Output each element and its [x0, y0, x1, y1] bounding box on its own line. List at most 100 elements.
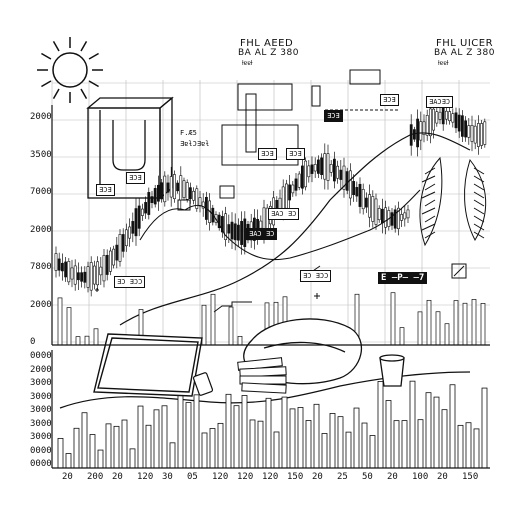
candle-body	[361, 189, 365, 210]
candle-body	[163, 175, 167, 203]
volume-bar	[441, 409, 448, 469]
leaf-vein	[424, 183, 436, 191]
candle-body	[128, 226, 132, 239]
volume-bar	[105, 423, 112, 469]
volume-bar	[409, 380, 416, 469]
header-left-small: ƚɐɐƚ	[242, 60, 253, 67]
candle-body	[67, 261, 71, 283]
sun-ray	[41, 80, 52, 88]
volume-bar	[481, 387, 488, 469]
candle-body	[112, 248, 116, 266]
candle-body	[288, 184, 292, 201]
candle-body	[144, 202, 148, 214]
candle-body	[480, 123, 484, 146]
candle-body	[284, 183, 288, 209]
leaf-vein	[424, 215, 436, 223]
sun-ray	[80, 88, 88, 99]
candle-body	[422, 121, 426, 135]
candle-body	[396, 207, 400, 230]
candle-body	[339, 169, 343, 180]
leaf-vein	[424, 231, 436, 239]
volume-bar	[225, 393, 232, 469]
candle-body	[118, 234, 122, 262]
candle-body	[313, 164, 317, 172]
candle-body	[342, 165, 346, 190]
volume-bar	[305, 420, 312, 469]
leaf-vein	[424, 167, 436, 175]
candle-body	[348, 170, 352, 199]
volume-bar	[113, 425, 120, 469]
volume-bar-mid	[399, 327, 405, 346]
sun-ray	[88, 80, 99, 88]
candle-body	[380, 208, 384, 224]
lower-axis-label: 3000	[30, 391, 52, 402]
candle-body	[406, 209, 410, 219]
volume-bar-mid	[390, 292, 396, 346]
volume-bar	[249, 419, 256, 469]
upper-axis-label: 7800	[30, 262, 52, 272]
candle-body	[121, 234, 125, 252]
ep-label: E ̶P̶ ̶7	[378, 272, 428, 284]
volume-bar	[313, 403, 320, 469]
chart-tag-low: ƎƆ ƎƆƆ	[300, 270, 332, 282]
volume-bar	[433, 396, 440, 469]
x-axis-label: 50	[362, 472, 373, 482]
volume-bar	[129, 448, 136, 469]
lower-axis-label: 2000	[30, 364, 52, 375]
candle-body	[99, 266, 103, 276]
chart-tag-top: ƎƆƎ	[324, 110, 343, 122]
volume-bar	[97, 449, 104, 469]
candle-body	[73, 265, 77, 285]
leaf-vein	[473, 207, 485, 215]
upper-axis-label: 0	[30, 337, 36, 347]
sun-ray	[88, 52, 99, 60]
x-axis-label: 120	[137, 472, 154, 482]
candle-body	[403, 212, 407, 220]
volume-bar	[177, 393, 184, 469]
leaf-vein	[473, 183, 485, 191]
chart-tag-bottom: ƎƆ ƎƆƆ	[114, 276, 146, 288]
leaf-vein	[421, 175, 436, 183]
candle-body	[316, 159, 320, 174]
volume-bar	[377, 381, 384, 469]
candle-body	[345, 171, 349, 191]
x-axis-label: 100	[412, 472, 429, 482]
candle-body	[329, 164, 333, 173]
x-axis-label: 20	[437, 472, 448, 482]
box-tag-2: ƎƆƎ	[126, 172, 145, 184]
candle-body	[237, 224, 240, 241]
volume-bar-mid	[426, 299, 432, 346]
candle-body	[96, 261, 100, 286]
volume-bar-mid	[471, 299, 477, 346]
candle-body	[483, 121, 487, 145]
chart-tag-mid2: ƎAƆ ƎƆ	[246, 228, 278, 240]
candle-body	[294, 178, 298, 191]
candle-body	[444, 110, 448, 120]
candle-body	[192, 190, 196, 201]
volume-bar	[217, 422, 224, 469]
candle-body	[221, 216, 224, 233]
candle-body	[105, 254, 109, 275]
leaf-vein	[421, 207, 436, 215]
volume-bar	[353, 407, 360, 469]
candle-body	[166, 182, 170, 193]
candle-body	[201, 201, 205, 209]
x-axis-label: 30	[162, 472, 173, 482]
upper-axis-label: 2000	[30, 224, 52, 235]
volume-bar	[89, 434, 96, 469]
volume-bar	[465, 422, 472, 469]
candle-body	[326, 153, 330, 181]
candle-body	[425, 115, 429, 136]
x-axis-label: 200	[87, 472, 104, 482]
x-axis-label: 120	[237, 472, 254, 482]
candle-body	[355, 187, 359, 197]
frame-tag-1: ƎƆƎ	[258, 148, 277, 160]
candle-body	[86, 266, 90, 288]
candle-body	[150, 196, 154, 204]
candle-body	[173, 174, 176, 200]
cup-icon	[379, 354, 405, 387]
volume-bar-mid	[444, 323, 450, 346]
candle-body	[224, 213, 228, 240]
volume-bar	[233, 405, 240, 469]
